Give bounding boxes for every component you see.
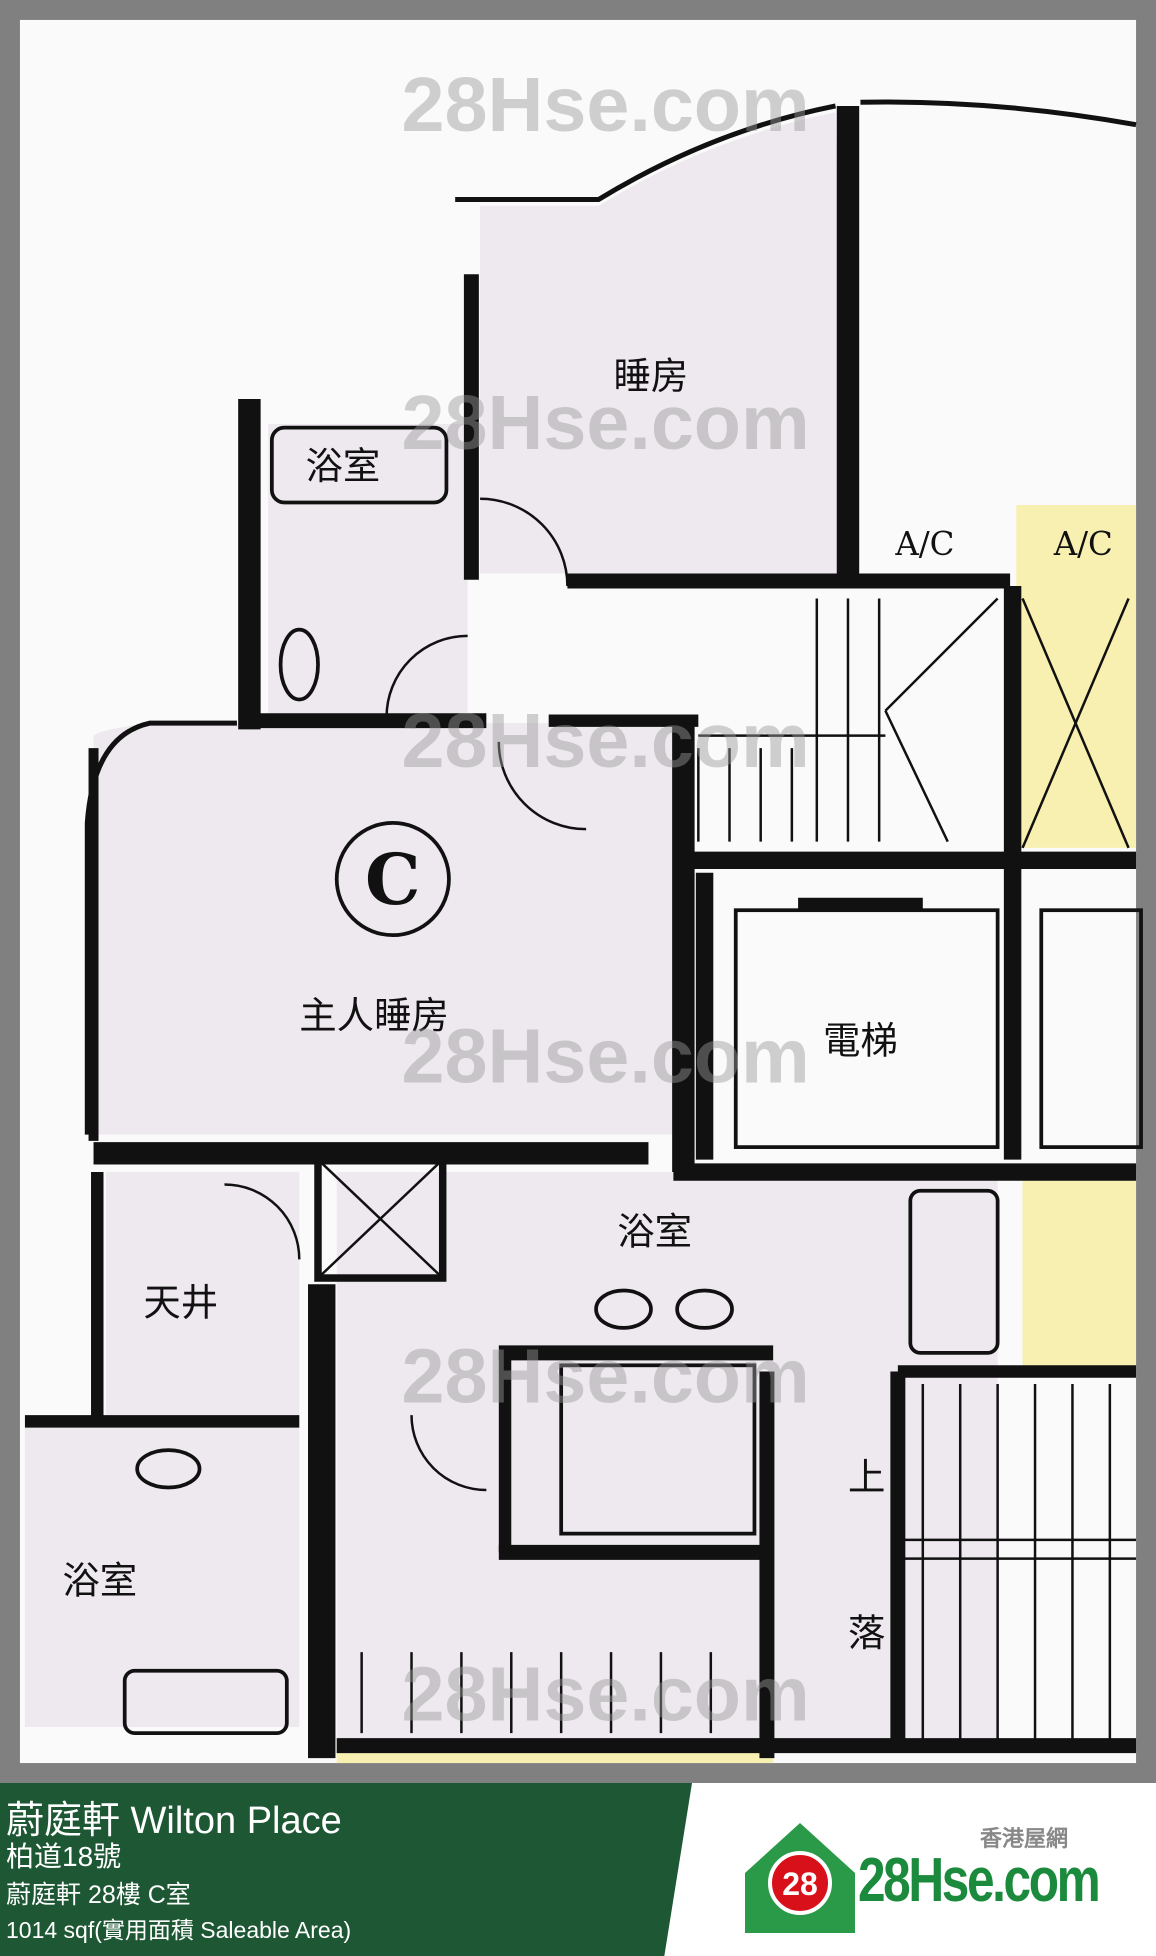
room-label-bathroom-top: 浴室: [306, 444, 381, 488]
room-label-light-well: 天井: [143, 1280, 218, 1324]
unit-marker-circle: [334, 821, 451, 938]
logo-badge: 28: [782, 1866, 818, 1902]
property-area: 1014 sqf(實用面積 Saleable Area): [6, 1917, 352, 1943]
property-title: 蔚庭軒 Wilton Place: [6, 1800, 342, 1842]
room-label-bedroom: 睡房: [614, 354, 689, 398]
room-label-ac-1: A/C: [894, 525, 954, 563]
caption-bar: 蔚庭軒 Wilton Place 柏道18號 蔚庭軒 28樓 C室 1014 s…: [0, 1783, 1156, 1956]
watermark: 28Hse.com: [402, 698, 810, 784]
watermark: 28Hse.com: [402, 380, 810, 466]
watermark: 28Hse.com: [402, 1334, 810, 1420]
logo-house-icon: 28: [745, 1823, 855, 1933]
stairs-down-label: 落: [848, 1611, 885, 1655]
watermark-group: 28Hse.com 28Hse.com 28Hse.com 28Hse.com …: [402, 62, 810, 1738]
unit-marker: C: [365, 839, 421, 921]
floor-plan: 睡房 浴室 A/C A/C 主人睡房 電梯 天井 浴室 浴室 上 落 C 28H…: [19, 19, 1143, 1764]
room-label-bathroom-center: 浴室: [617, 1209, 692, 1253]
watermark: 28Hse.com: [402, 62, 810, 148]
caption-background: [0, 1783, 692, 1956]
room-label-bathroom-left: 浴室: [62, 1558, 137, 1602]
property-unit: 蔚庭軒 28樓 C室: [6, 1881, 191, 1909]
logo-subtitle: 香港屋網: [980, 1827, 1069, 1852]
stairs-up-label: 上: [848, 1455, 885, 1499]
watermark: 28Hse.com: [402, 1652, 810, 1738]
room-label-ac-2: A/C: [1053, 525, 1113, 563]
property-address: 柏道18號: [6, 1841, 122, 1872]
room-label-master-bedroom: 主人睡房: [299, 994, 449, 1038]
room-label-lift: 電梯: [823, 1019, 898, 1063]
watermark: 28Hse.com: [402, 1013, 810, 1099]
logo-text: 28Hse.com: [858, 1846, 1101, 1915]
